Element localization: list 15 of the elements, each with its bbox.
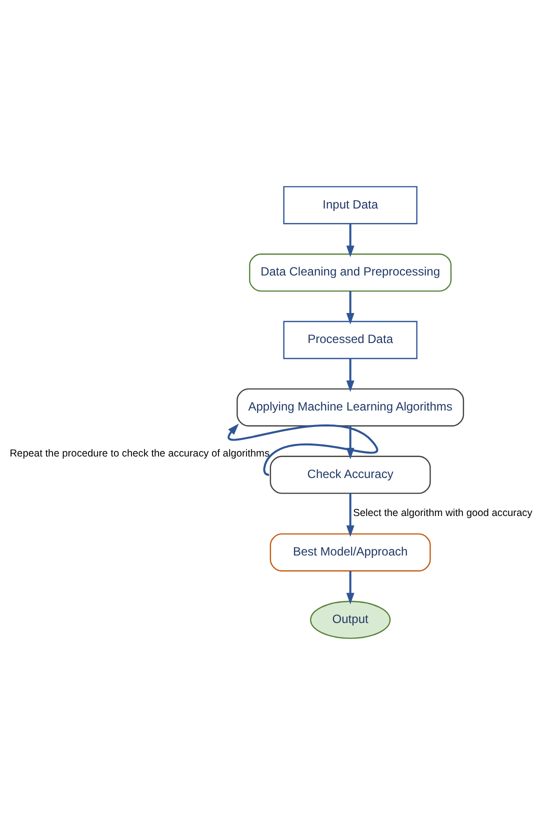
node-ellipse: Output bbox=[310, 600, 391, 639]
arrow bbox=[346, 291, 354, 325]
arrow bbox=[346, 224, 354, 258]
edge-label: Select the algorithm with good accuracy bbox=[353, 508, 532, 520]
node-box: Data Cleaning and Preprocessing bbox=[249, 254, 452, 292]
edge-label: Repeat the procedure to check the accuracy of algorithms bbox=[10, 448, 270, 460]
node-box: Input Data bbox=[283, 186, 418, 224]
arrow bbox=[346, 358, 354, 392]
node-box: Best Model/Approach bbox=[270, 533, 431, 572]
arrow bbox=[346, 570, 354, 604]
node-box: Processed Data bbox=[283, 320, 418, 360]
arrow bbox=[228, 424, 378, 476]
node-box: Applying Machine Learning Algorithms bbox=[236, 388, 464, 426]
arrow bbox=[346, 493, 354, 537]
node-box: Check Accuracy bbox=[270, 456, 431, 494]
